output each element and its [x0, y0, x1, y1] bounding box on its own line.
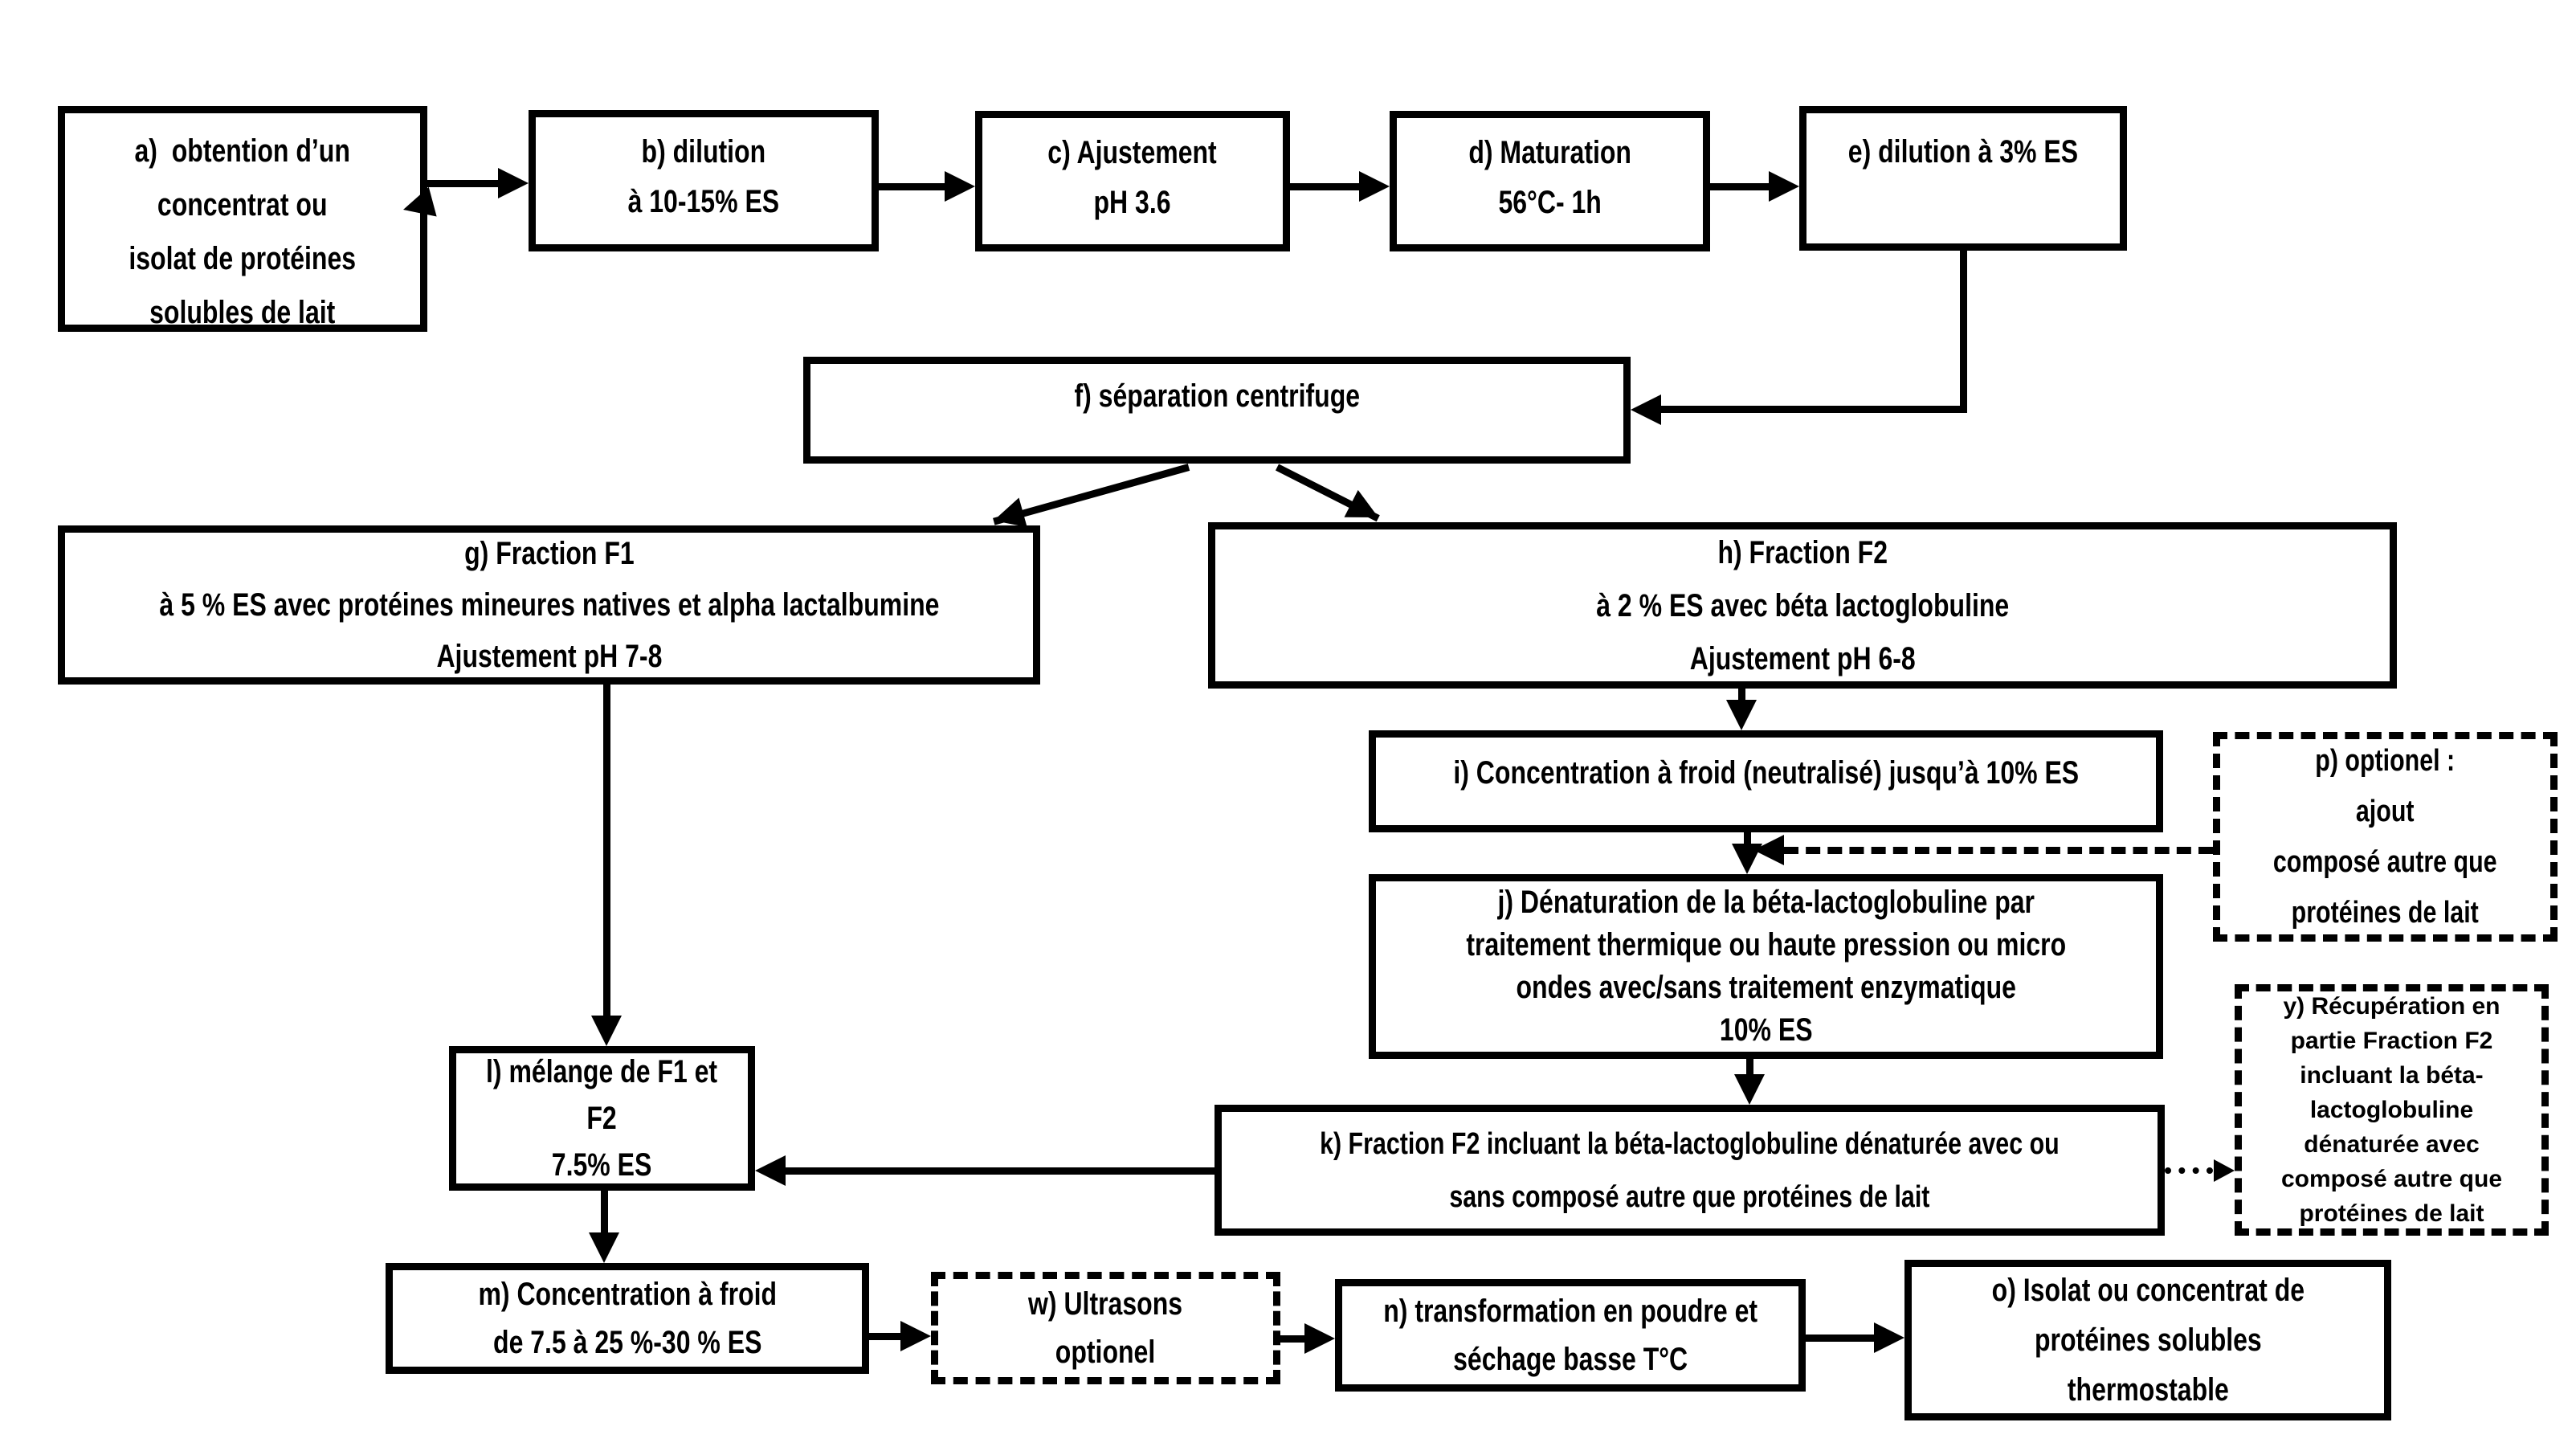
box-h-fraction-f2: h) Fraction F2 à 2 % ES avec béta lactog… — [1208, 522, 2397, 689]
box-a-text: a) obtention d’un concentrat ou isolat d… — [129, 133, 357, 330]
box-g-text: g) Fraction F1 à 5 % ES avec protéines m… — [158, 536, 940, 674]
arrow-d-to-e-shaft — [1710, 183, 1770, 190]
arrow-a-to-b-shaft — [427, 180, 500, 187]
arrow-n-to-o-head — [1874, 1322, 1904, 1353]
arrow-m-to-w-shaft — [869, 1333, 902, 1340]
box-o-text: o) Isolat ou concentrat de protéines sol… — [1991, 1273, 2305, 1408]
arrow-h-to-i-shaft — [1738, 689, 1745, 701]
box-i-text: i) Concentration à froid (neutralisé) ju… — [1453, 755, 2079, 791]
box-w-ultrasons-optionel: w) Ultrasons optionel — [931, 1272, 1280, 1384]
box-f-text: f) séparation centrifuge — [1074, 378, 1360, 414]
box-b-dilution: b) dilution à 10-15% ES — [529, 110, 879, 251]
box-f-separation-centrifuge: f) séparation centrifuge — [803, 357, 1631, 464]
arrow-m-to-w-head — [900, 1321, 931, 1351]
arrow-k-to-l-shaft — [786, 1167, 1215, 1175]
arrow-j-to-k-shaft — [1746, 1059, 1753, 1076]
arrow-d-to-e-head — [1769, 171, 1799, 202]
box-j-text: j) Dénaturation de la béta-lactoglobulin… — [1466, 885, 2066, 1048]
arrow-c-to-d-head — [1359, 171, 1390, 202]
arrow-b-to-c-shaft — [879, 183, 946, 190]
box-g-fraction-f1: g) Fraction F1 à 5 % ES avec protéines m… — [58, 525, 1040, 685]
arrow-l-to-m-head — [589, 1232, 619, 1263]
box-n-transformation-poudre: n) transformation en poudre et séchage b… — [1335, 1279, 1806, 1392]
arrow-e-to-f-vertical — [1960, 251, 1967, 413]
arrow-g-to-l-head — [591, 1016, 622, 1046]
arrow-p-optional-dashed-shaft — [1784, 847, 2213, 854]
arrow-k-to-y-dotted-head — [2214, 1159, 2235, 1182]
arrow-k-to-y-dotted-shaft — [2165, 1167, 2213, 1174]
box-l-melange-f1-f2: l) mélange de F1 et F2 7.5% ES — [449, 1046, 755, 1191]
arrow-g-to-l-shaft — [603, 685, 610, 1017]
box-i-concentration-froid: i) Concentration à froid (neutralisé) ju… — [1369, 730, 2163, 832]
box-y-recuperation-f2: y) Récupération en partie Fraction F2 in… — [2235, 984, 2549, 1236]
box-d-text: d) Maturation 56°C- 1h — [1468, 135, 1631, 220]
box-p-text: p) optionel : ajout composé autre que pr… — [2273, 743, 2497, 930]
arrow-c-to-d-shaft — [1290, 183, 1361, 190]
box-c-text: c) Ajustement pH 3.6 — [1047, 135, 1218, 220]
arrow-i-to-j-shaft — [1744, 832, 1751, 845]
arrow-j-to-k-head — [1734, 1074, 1765, 1105]
box-m-text: m) Concentration à froid de 7.5 à 25 %-3… — [478, 1277, 777, 1360]
box-b-text: b) dilution à 10-15% ES — [627, 134, 780, 219]
box-c-ajustement-ph: c) Ajustement pH 3.6 — [975, 111, 1290, 251]
box-a-obtention-concentrat: a) obtention d’un concentrat ou isolat d… — [58, 106, 427, 332]
box-k-fraction-f2-denaturee: k) Fraction F2 incluant la béta-lactoglo… — [1215, 1105, 2165, 1236]
box-y-text: y) Récupération en partie Fraction F2 in… — [2280, 993, 2503, 1227]
arrow-a-to-b-head — [498, 168, 529, 198]
box-d-maturation: d) Maturation 56°C- 1h — [1390, 111, 1710, 251]
arrow-l-to-m-shaft — [601, 1191, 608, 1234]
box-e-text: e) dilution à 3% ES — [1847, 134, 2079, 170]
arrow-e-to-f-horizontal — [1661, 406, 1967, 413]
arrow-n-to-o-shaft — [1806, 1335, 1876, 1342]
box-m-concentration-froid: m) Concentration à froid de 7.5 à 25 %-3… — [386, 1263, 869, 1374]
arrow-h-to-i-head — [1726, 700, 1757, 730]
arrow-p-optional-dashed-head — [1753, 835, 1784, 865]
arrow-w-to-n-head — [1304, 1323, 1335, 1354]
stray-arrowhead-into-a — [399, 186, 437, 225]
arrow-k-to-l-head — [755, 1155, 786, 1186]
box-j-denaturation: j) Dénaturation de la béta-lactoglobulin… — [1369, 874, 2163, 1059]
box-o-isolat-thermostable: o) Isolat ou concentrat de protéines sol… — [1904, 1260, 2391, 1420]
box-p-optionel-ajout: p) optionel : ajout composé autre que pr… — [2213, 732, 2558, 942]
box-e-dilution-3pct: e) dilution à 3% ES — [1799, 106, 2127, 251]
box-w-text: w) Ultrasons optionel — [1028, 1286, 1183, 1370]
box-h-text: h) Fraction F2 à 2 % ES avec béta lactog… — [1596, 534, 2009, 676]
box-k-text: k) Fraction F2 incluant la béta-lactoglo… — [1320, 1126, 2060, 1214]
box-l-text: l) mélange de F1 et F2 7.5% ES — [486, 1054, 718, 1183]
arrow-w-to-n-shaft — [1280, 1335, 1306, 1343]
arrow-e-to-f-head — [1631, 394, 1661, 425]
box-n-text: n) transformation en poudre et séchage b… — [1383, 1294, 1757, 1377]
arrow-b-to-c-head — [945, 171, 975, 202]
